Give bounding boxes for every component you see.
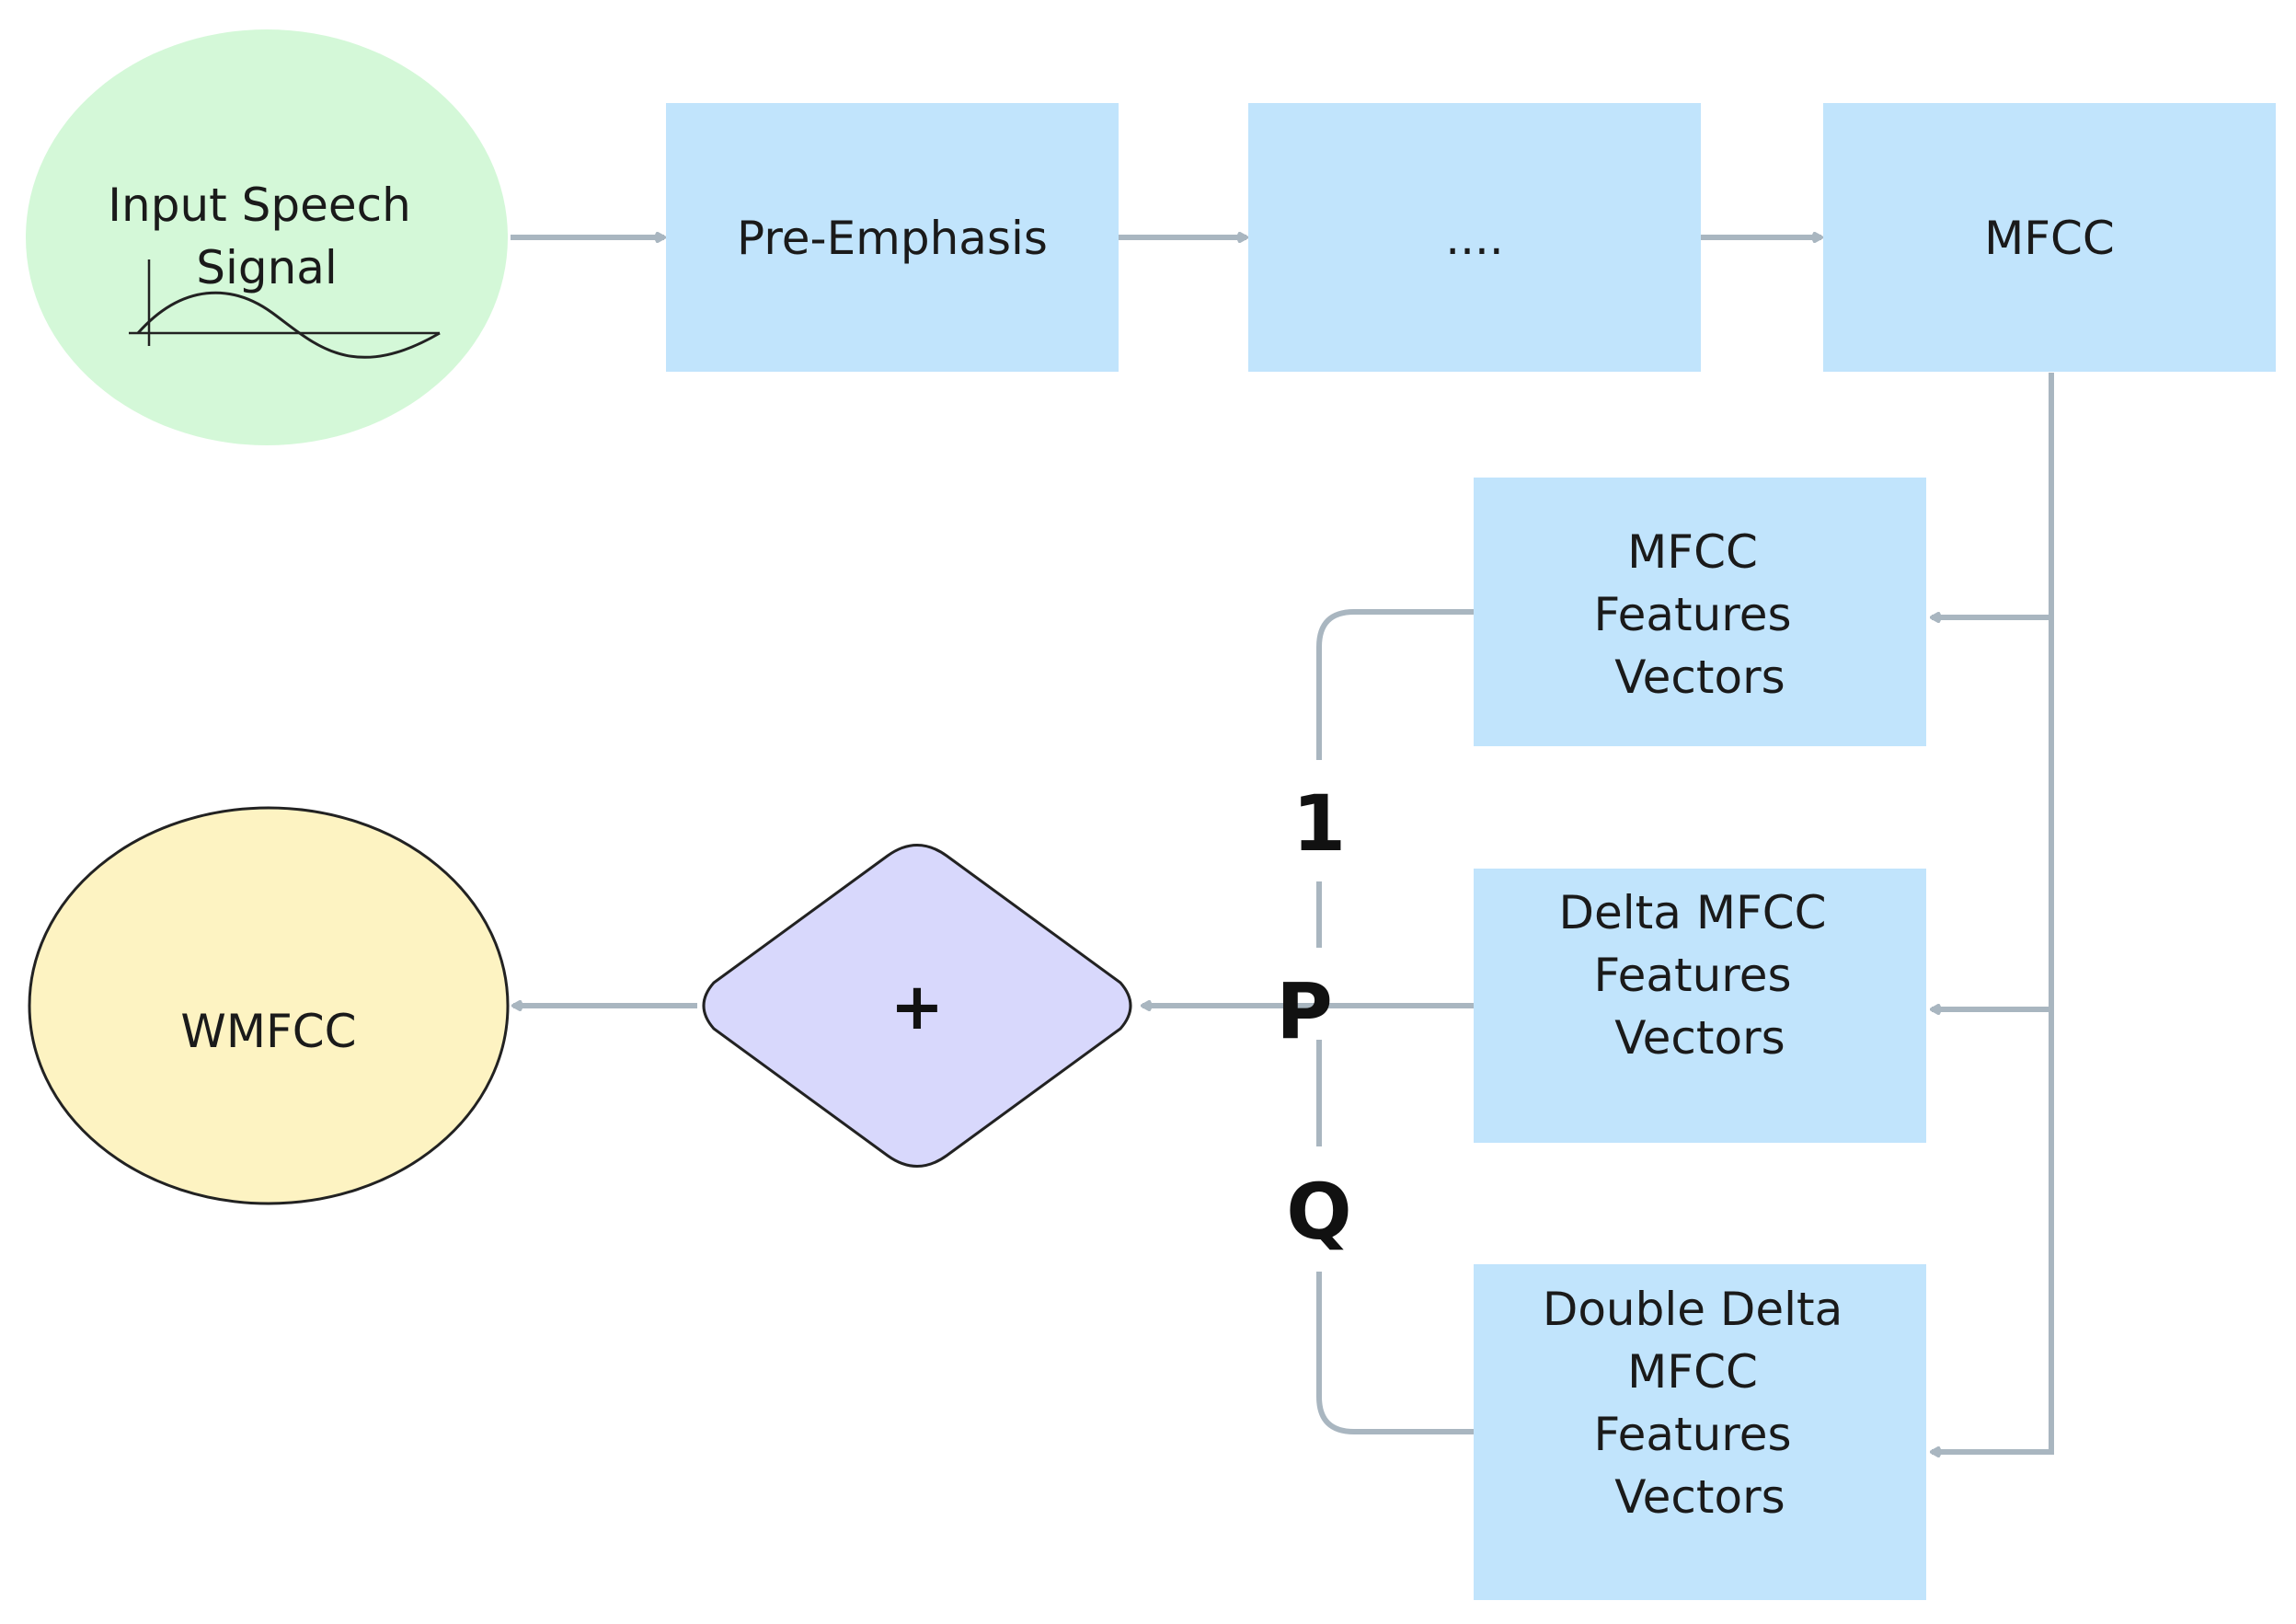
- sine-wave-icon: [129, 259, 441, 359]
- mfcc-branch-trunk: [1939, 373, 2054, 1455]
- wmfcc-output-shape: [28, 806, 510, 1205]
- ellipsis-step-box: [1248, 103, 1701, 372]
- input-speech-signal-shape: [26, 29, 508, 445]
- combiner-plus-label: +: [890, 969, 945, 1044]
- combiner-node: +: [702, 844, 1132, 1168]
- input-speech-signal-label: Input Speech Signal: [108, 179, 425, 294]
- input-speech-signal-label-line-2: Signal: [196, 241, 338, 294]
- double-delta-mfcc-features-vectors-line-4: Vectors: [1614, 1470, 1785, 1524]
- pre-emphasis-box: [666, 103, 1119, 372]
- delta-mfcc-features-vectors-line-1: Delta MFCC: [1559, 886, 1827, 939]
- mfcc-box: [1823, 103, 2276, 372]
- wmfcc-output-label: WMFCC: [180, 1005, 356, 1058]
- mfcc-features-vectors-line-2: Features: [1594, 588, 1792, 641]
- weight-label-q: Q: [1286, 1167, 1351, 1257]
- double-delta-mfcc-features-vectors-line-1: Double Delta: [1543, 1283, 1843, 1336]
- mfcc-node: MFCC: [1823, 103, 2276, 372]
- delta-mfcc-features-vectors-node: Delta MFCC Features Vectors: [1474, 869, 1926, 1143]
- double-delta-mfcc-features-vectors-node: Double Delta MFCC Features Vectors: [1474, 1264, 1926, 1600]
- combiner-diamond: [702, 844, 1132, 1168]
- delta-mfcc-features-vectors-line-3: Vectors: [1614, 1011, 1785, 1065]
- delta-mfcc-features-vectors-line-2: Features: [1594, 949, 1792, 1002]
- input-speech-signal-label-line-1: Input Speech: [108, 179, 411, 232]
- mfcc-features-vectors-node: MFCC Features Vectors: [1474, 478, 1926, 746]
- input-speech-signal-node: Input Speech Signal: [26, 29, 508, 445]
- weight-label-1: 1: [1292, 778, 1346, 869]
- mfcc-label: MFCC: [1984, 212, 2115, 265]
- double-delta-mfcc-features-vectors-label: Double Delta MFCC Features Vectors: [1543, 1283, 1857, 1524]
- pre-emphasis-node: Pre-Emphasis: [666, 103, 1119, 372]
- delta-mfcc-features-vectors-box: [1474, 869, 1926, 1143]
- connector-double-delta-weight-q: [1316, 1272, 1474, 1434]
- double-delta-mfcc-features-vectors-line-3: Features: [1594, 1408, 1792, 1461]
- ellipsis-step-label: ....: [1445, 212, 1504, 265]
- double-delta-mfcc-features-vectors-line-2: MFCC: [1627, 1345, 1758, 1399]
- wmfcc-output-node: WMFCC: [28, 806, 510, 1205]
- mfcc-features-vectors-label: MFCC Features Vectors: [1594, 525, 1807, 704]
- mfcc-features-vectors-line-3: Vectors: [1614, 651, 1785, 704]
- double-delta-mfcc-features-vectors-box: [1474, 1264, 1926, 1600]
- mfcc-features-vectors-line-1: MFCC: [1627, 525, 1758, 579]
- connector-mfcc-vectors-weight-1: [1316, 609, 1474, 760]
- delta-mfcc-features-vectors-label: Delta MFCC Features Vectors: [1559, 886, 1842, 1065]
- mfcc-features-vectors-box: [1474, 478, 1926, 746]
- ellipsis-step-node: ....: [1248, 103, 1701, 372]
- pre-emphasis-label: Pre-Emphasis: [737, 212, 1048, 265]
- weight-label-p: P: [1276, 966, 1333, 1056]
